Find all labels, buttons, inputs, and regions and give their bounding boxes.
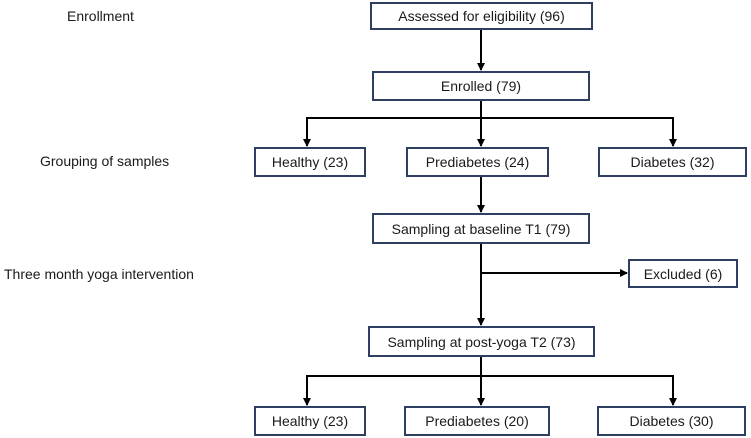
stage-label-intervention: Three month yoga intervention xyxy=(4,266,194,282)
box-healthy-t1: Healthy (23) xyxy=(254,147,366,177)
box-sampling-post-yoga: Sampling at post-yoga T2 (73) xyxy=(368,326,595,357)
stage-label-grouping: Grouping of samples xyxy=(40,153,170,169)
box-prediabetes-t2: Prediabetes (20) xyxy=(404,406,550,436)
box-assessed-for-eligibility: Assessed for eligibility (96) xyxy=(370,2,593,30)
stage-label-enrollment: Enrollment xyxy=(67,8,134,24)
box-prediabetes-t1: Prediabetes (24) xyxy=(406,147,549,177)
box-diabetes-t1: Diabetes (32) xyxy=(598,147,747,177)
box-enrolled: Enrolled (79) xyxy=(372,71,590,101)
box-excluded: Excluded (6) xyxy=(628,259,738,288)
box-healthy-t2: Healthy (23) xyxy=(254,406,366,436)
box-sampling-baseline: Sampling at baseline T1 (79) xyxy=(372,213,590,244)
box-diabetes-t2: Diabetes (30) xyxy=(597,406,746,436)
